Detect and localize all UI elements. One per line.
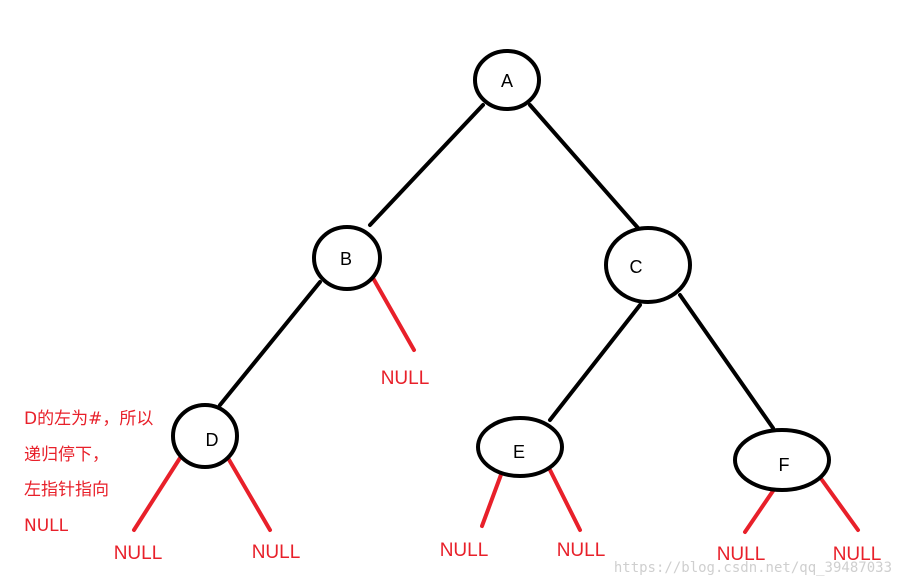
node-e-circle <box>476 416 564 478</box>
node-c-label: C <box>630 257 643 277</box>
node-f-label: F <box>779 455 790 475</box>
null-edge-d-left <box>132 456 182 532</box>
null-label-e-left: NULL <box>440 540 489 561</box>
edge-c-e <box>548 303 642 422</box>
null-edge-b-right <box>371 276 416 352</box>
edge-c-f <box>678 293 775 430</box>
node-c-circle <box>604 226 692 304</box>
node-b-label: B <box>340 249 352 269</box>
null-label-f-right: NULL <box>833 544 882 565</box>
node-d-circle <box>171 403 239 469</box>
annotation-line-4: NULL <box>24 515 69 536</box>
null-edge-e-right <box>548 468 582 532</box>
node-b-circle <box>312 225 382 291</box>
edge-b-d <box>218 280 322 407</box>
null-label-d-right: NULL <box>252 542 301 563</box>
edge-a-c <box>528 103 640 230</box>
node-e-label: E <box>513 442 525 462</box>
null-label-e-right: NULL <box>557 540 606 561</box>
null-label-f-left: NULL <box>717 544 766 565</box>
annotation-line-3: 左指针指向 <box>24 480 109 500</box>
node-a-circle <box>473 49 541 111</box>
null-edge-d-right <box>226 456 272 532</box>
annotation-line-1: D的左为#，所以 <box>24 409 154 429</box>
edge-a-b <box>368 103 485 227</box>
null-edge-f-left <box>743 486 777 534</box>
node-f-circle <box>733 428 831 492</box>
annotation-text: D的左为#，所以 递归停下， 左指针指向 NULL <box>24 402 184 544</box>
annotation-line-2: 递归停下， <box>24 444 109 465</box>
node-d-label: D <box>206 430 219 450</box>
null-edge-f-right <box>820 478 860 532</box>
null-edge-e-left <box>480 470 504 528</box>
null-label-d-left: NULL <box>114 543 163 564</box>
watermark: https://blog.csdn.net/qq_39487033 <box>614 560 892 576</box>
null-label-b-right: NULL <box>381 368 430 389</box>
node-a-label: A <box>501 71 513 91</box>
